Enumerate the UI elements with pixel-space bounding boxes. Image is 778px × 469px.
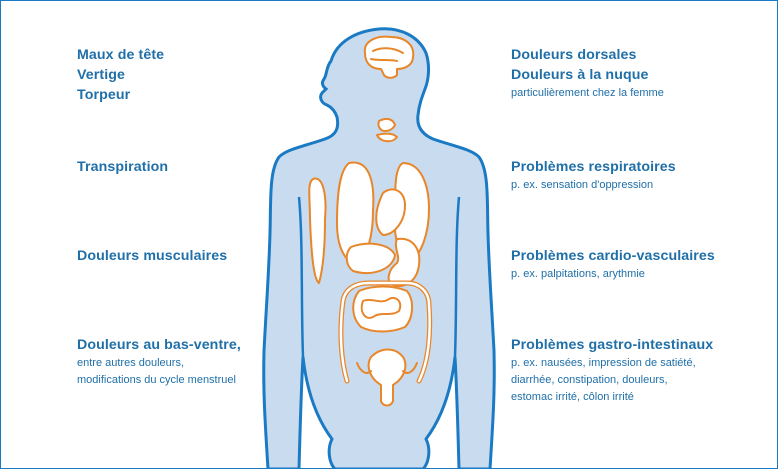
symptom-heading: Maux de tête: [77, 45, 307, 65]
symptom-detail: entre autres douleurs,: [77, 355, 307, 372]
symptom-detail: modifications du cycle menstruel: [77, 372, 307, 389]
symptom-group-resp: Problèmes respiratoires p. ex. sensation…: [511, 157, 773, 194]
symptom-group-head: Maux de tête Vertige Torpeur: [77, 45, 307, 105]
symptom-group-abdomen: Douleurs au bas-ventre, entre autres dou…: [77, 335, 307, 389]
symptom-heading: Vertige: [77, 65, 307, 85]
symptom-detail: p. ex. nausées, impression de satiété,: [511, 355, 773, 372]
symptom-group-cardio: Problèmes cardio-vasculaires p. ex. palp…: [511, 246, 773, 283]
symptom-detail: estomac irrité, côlon irrité: [511, 389, 773, 406]
symptom-heading: Douleurs au bas-ventre,: [77, 335, 307, 355]
symptom-detail: particulièrement chez la femme: [511, 85, 773, 102]
symptom-heading: Douleurs dorsales: [511, 45, 773, 65]
symptom-heading: Problèmes respiratoires: [511, 157, 773, 177]
symptom-detail: p. ex. sensation d'oppression: [511, 177, 773, 194]
symptom-heading: Problèmes cardio-vasculaires: [511, 246, 773, 266]
symptom-heading: Transpiration: [77, 157, 307, 177]
symptom-heading: Problèmes gastro-intestinaux: [511, 335, 773, 355]
symptom-detail: diarrhée, constipation, douleurs,: [511, 372, 773, 389]
symptom-heading: Torpeur: [77, 85, 307, 105]
symptom-group-back: Douleurs dorsales Douleurs à la nuque pa…: [511, 45, 773, 102]
symptom-detail: p. ex. palpitations, arythmie: [511, 266, 773, 283]
symptom-heading: Douleurs à la nuque: [511, 65, 773, 85]
symptom-heading: Douleurs musculaires: [77, 246, 307, 266]
symptom-group-gastro: Problèmes gastro-intestinaux p. ex. naus…: [511, 335, 773, 406]
symptom-group-muscle: Douleurs musculaires: [77, 246, 307, 266]
symptom-group-sweat: Transpiration: [77, 157, 307, 177]
